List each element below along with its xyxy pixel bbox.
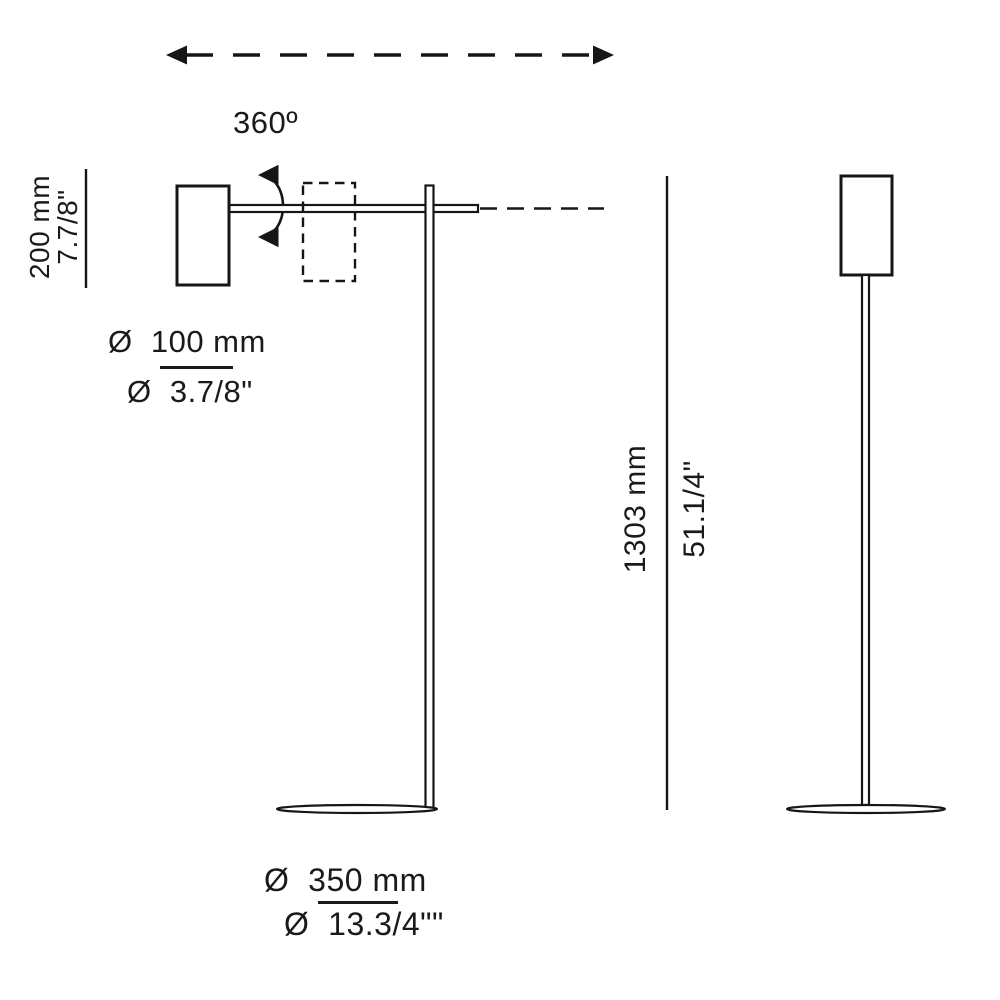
head-diameter-fraction-bar xyxy=(160,366,233,369)
pole-side xyxy=(860,273,871,807)
arm-front xyxy=(226,203,480,214)
base-diameter-inch-label: Ø 13.3/4"" xyxy=(284,906,444,942)
head-height-mm-label: 200 mm xyxy=(24,174,55,280)
base-side xyxy=(785,803,947,815)
head-height-inch-label: 7.7/8" xyxy=(52,189,83,265)
phantom-head-dashed-outline xyxy=(301,181,357,283)
lamp-head-side xyxy=(839,174,894,277)
pole-front xyxy=(424,184,435,810)
head-diameter-mm-label: Ø 100 mm xyxy=(108,324,266,359)
base-diameter-fraction-bar xyxy=(318,901,398,904)
base-front xyxy=(275,803,439,815)
total-height-inch-label: 51.1/4" xyxy=(678,460,711,558)
rotation-angle-label: 360º xyxy=(233,105,299,140)
swing-range-arrow-left-icon xyxy=(166,45,187,65)
lamp-head-front xyxy=(175,184,231,287)
swing-range-arrow-right-icon xyxy=(593,45,614,65)
head-diameter-inch-label: Ø 3.7/8" xyxy=(127,374,253,409)
base-diameter-mm-label: Ø 350 mm xyxy=(264,862,427,898)
total-height-mm-label: 1303 mm xyxy=(619,444,652,574)
